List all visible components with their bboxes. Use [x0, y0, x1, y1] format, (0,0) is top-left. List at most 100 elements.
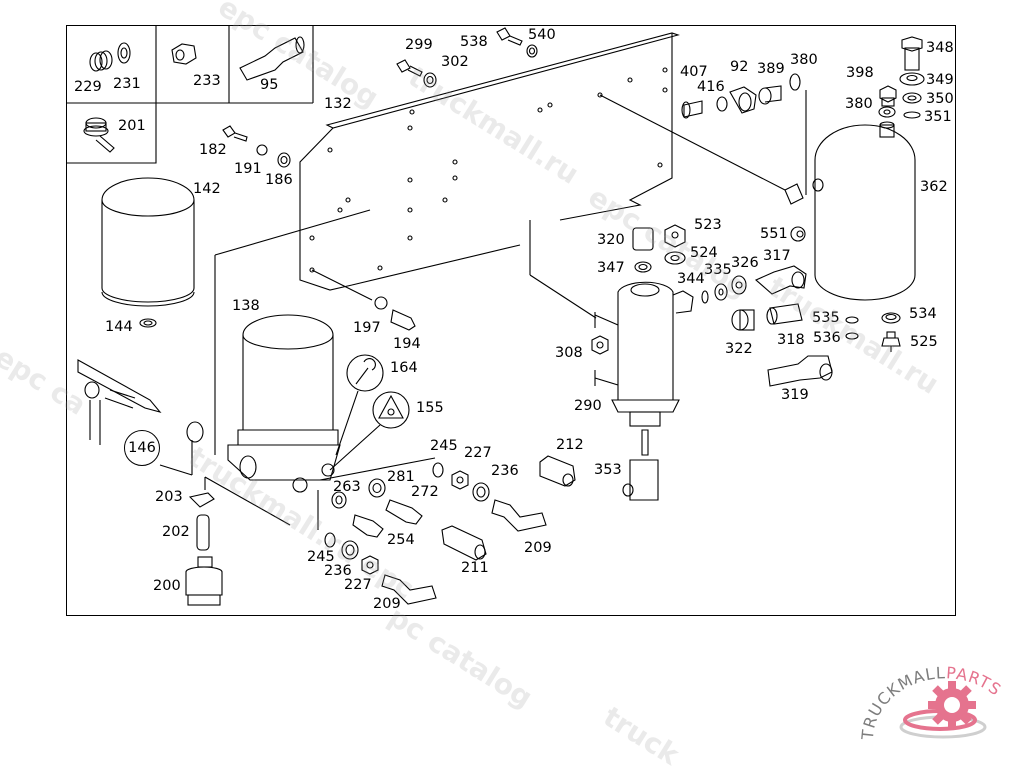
regeneration-tank-290	[529, 220, 694, 427]
callout-233: 233	[193, 73, 221, 89]
part-380b-washer-icon	[878, 106, 896, 118]
part-322-fitting-icon	[731, 309, 755, 331]
part-349-nut-icon	[899, 72, 925, 86]
part-203-clip-icon	[188, 492, 215, 508]
part-194-bolt-icon	[390, 309, 416, 331]
callout-155: 155	[416, 400, 444, 416]
callout-272: 272	[411, 484, 439, 500]
callout-197: 197	[353, 320, 381, 336]
callout-182: 182	[199, 142, 227, 158]
part-538-bolt-icon	[496, 27, 523, 46]
callout-540: 540	[528, 27, 556, 43]
air-reservoir-362	[784, 90, 916, 301]
callout-186: 186	[265, 172, 293, 188]
part-335-washer-icon	[714, 283, 728, 301]
part-308-nut-icon	[591, 335, 609, 355]
callout-523: 523	[694, 217, 722, 233]
part-245b-oring-icon	[324, 532, 336, 548]
callout-308: 308	[555, 345, 583, 361]
part-146-connector-icon	[186, 421, 204, 443]
mounting-plate-132	[214, 32, 786, 455]
callout-322: 322	[725, 341, 753, 357]
part-535-washer-icon	[845, 316, 859, 324]
callout-236b: 236	[324, 563, 352, 579]
part-281-washer-icon	[368, 478, 386, 498]
part-227a-nut-icon	[451, 470, 469, 490]
callout-348: 348	[926, 40, 954, 56]
callout-227b: 227	[344, 577, 372, 593]
part-245a-oring-icon	[432, 462, 444, 478]
callout-245b: 245	[307, 549, 335, 565]
callout-95: 95	[260, 77, 279, 93]
part-92-union-icon	[729, 86, 757, 114]
callout-326: 326	[731, 255, 759, 271]
truckmall-parts-logo: TRUCKMALLPARTS	[855, 655, 1024, 750]
part-353-valve-icon	[622, 429, 659, 501]
diagram-frame	[66, 25, 956, 616]
part-525-plug-icon	[881, 331, 901, 352]
parts-drawing	[66, 25, 925, 606]
part-236a-washer-icon	[472, 482, 490, 502]
callout-138: 138	[232, 298, 260, 314]
part-524-nut-icon	[664, 251, 686, 265]
callout-144: 144	[105, 319, 133, 335]
leader-line	[319, 457, 436, 481]
part-523-nut-icon	[664, 224, 686, 248]
part-197-washer-icon	[374, 296, 388, 310]
part-348-bolt-icon	[901, 36, 923, 71]
callout-146: 146	[124, 430, 160, 466]
callout-92: 92	[730, 59, 749, 75]
callout-203: 203	[155, 489, 183, 505]
callout-231: 231	[113, 76, 141, 92]
part-191-washer-icon	[256, 144, 268, 156]
callout-380a: 380	[790, 52, 818, 68]
callout-194: 194	[393, 336, 421, 352]
callout-164: 164	[390, 360, 418, 376]
part-254-bolt-icon	[352, 514, 384, 538]
part-201-icon	[83, 117, 115, 153]
part-536-washer-icon	[845, 332, 859, 340]
part-236b-washer-icon	[341, 540, 359, 560]
part-318-union-icon	[766, 303, 803, 325]
part-229-icon	[89, 50, 113, 72]
callout-236a: 236	[491, 463, 519, 479]
callout-320: 320	[597, 232, 625, 248]
callout-209b: 209	[373, 596, 401, 612]
callout-211: 211	[461, 560, 489, 576]
air-dryer-138	[227, 314, 341, 493]
callout-534: 534	[909, 306, 937, 322]
callout-132: 132	[324, 96, 352, 112]
callout-398: 398	[846, 65, 874, 81]
part-263-oring-icon	[331, 491, 347, 509]
part-212-union-icon	[539, 455, 576, 487]
callout-318: 318	[777, 332, 805, 348]
part-416-washer-icon	[716, 96, 728, 112]
callout-319: 319	[781, 387, 809, 403]
part-299-bolt-icon	[396, 59, 423, 77]
callout-389: 389	[757, 61, 785, 77]
part-233-icon	[171, 43, 197, 65]
part-398-plug-icon	[879, 85, 897, 107]
callout-380b: 380	[845, 96, 873, 112]
callout-353: 353	[594, 462, 622, 478]
callout-551: 551	[760, 226, 788, 242]
callout-201: 201	[118, 118, 146, 134]
part-302-washer-icon	[423, 72, 437, 88]
part-326-nut-icon	[731, 275, 747, 295]
callout-263: 263	[333, 479, 361, 495]
callout-212: 212	[556, 437, 584, 453]
callout-335: 335	[704, 262, 732, 278]
callout-525: 525	[910, 334, 938, 350]
callout-536: 536	[813, 330, 841, 346]
part-186-washer-icon	[277, 152, 291, 168]
inset-box-grid	[66, 25, 314, 164]
part-344-seal-icon	[701, 290, 709, 304]
callout-416: 416	[697, 79, 725, 95]
part-209a-elbow-icon	[491, 499, 547, 532]
part-272-bolt-icon	[385, 499, 423, 525]
part-407-banjo-icon	[681, 100, 703, 119]
callout-281: 281	[387, 469, 415, 485]
part-540-washer-icon	[526, 44, 538, 58]
part-317-elbow-icon	[754, 265, 807, 295]
callout-350: 350	[926, 91, 954, 107]
